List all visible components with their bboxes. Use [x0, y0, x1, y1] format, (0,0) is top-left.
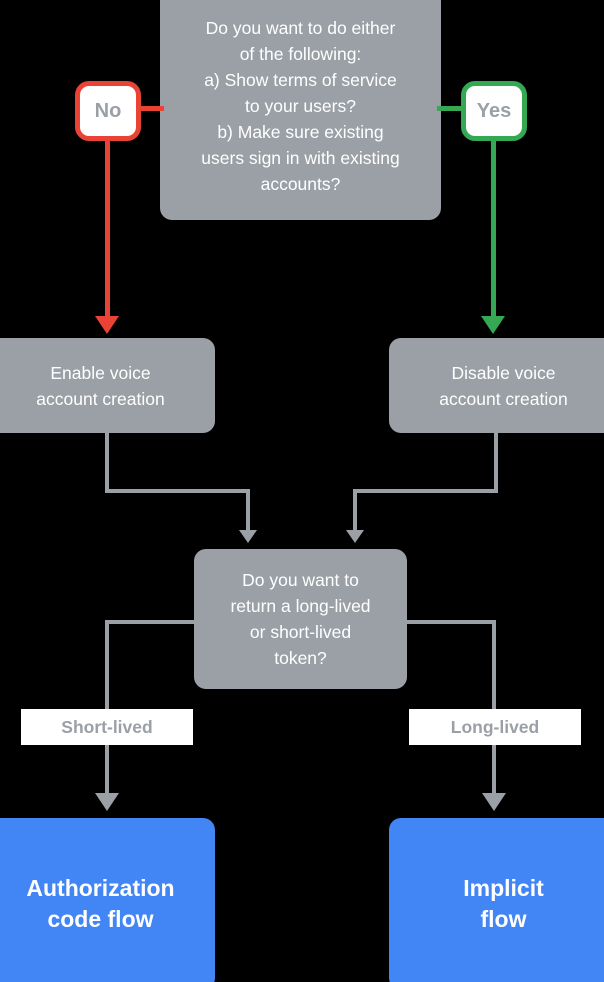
edge-long-lived-arrowhead: [482, 793, 506, 811]
edge-enable-vertical: [105, 433, 109, 490]
edge-enable-arrowhead: [239, 530, 257, 543]
question-terms-line-5: b) Make sure existing: [217, 122, 384, 142]
edge-no-stub: [140, 106, 164, 111]
edge-label-no: No: [75, 81, 141, 141]
edge-label-long-lived: Long-lived: [409, 709, 581, 745]
edge-enable-horizontal: [105, 489, 250, 493]
question-token-line-1: Do you want to: [242, 570, 359, 590]
disable-voice-line-2: account creation: [439, 388, 568, 409]
edge-short-lived-arrowhead: [95, 793, 119, 811]
node-question-terms: Do you want to do either of the followin…: [160, 0, 441, 220]
edge-disable-arrowhead: [346, 530, 364, 543]
node-authorization-code-flow: Authorization code flow: [0, 818, 215, 982]
edge-label-yes: Yes: [461, 81, 527, 141]
edge-label-short-lived: Short-lived: [21, 709, 193, 745]
edge-enable-drop: [246, 489, 250, 532]
implicit-flow-line-1: Implicit: [463, 875, 544, 901]
edge-disable-horizontal: [353, 489, 498, 493]
question-terms-line-7: accounts?: [260, 174, 341, 194]
edge-label-short-lived-text: Short-lived: [61, 716, 153, 737]
question-terms-line-1: Do you want to do either: [205, 18, 396, 38]
question-terms-line-4: to your users?: [245, 96, 356, 116]
disable-voice-line-1: Disable voice: [451, 362, 556, 383]
question-terms-line-2: of the following:: [239, 44, 362, 64]
implicit-flow-line-2: flow: [480, 906, 527, 932]
edge-disable-vertical: [494, 433, 498, 490]
edge-long-lived-horizontal: [404, 620, 496, 624]
edge-disable-drop: [353, 489, 357, 532]
edge-no-vertical: [105, 138, 110, 318]
edge-yes-vertical: [491, 138, 496, 318]
edge-long-lived-vertical: [492, 620, 496, 795]
question-token-line-4: token?: [274, 648, 327, 668]
question-token-line-3: or short-lived: [249, 622, 352, 642]
node-disable-voice: Disable voice account creation: [389, 338, 604, 433]
edge-label-long-lived-text: Long-lived: [450, 716, 540, 737]
authorization-code-flow-line-1: Authorization: [26, 875, 175, 901]
node-implicit-flow: Implicit flow: [389, 818, 604, 982]
authorization-code-flow-line-2: code flow: [47, 906, 154, 932]
question-terms-line-6: users sign in with existing: [201, 148, 400, 168]
edge-short-lived-vertical: [105, 620, 109, 795]
question-terms-line-3: a) Show terms of service: [204, 70, 397, 90]
edge-short-lived-horizontal: [105, 620, 197, 624]
question-token-line-2: return a long-lived: [230, 596, 371, 616]
edge-label-yes-text: Yes: [476, 99, 512, 122]
node-question-token: Do you want to return a long-lived or sh…: [194, 549, 407, 689]
edge-no-arrowhead: [95, 316, 119, 334]
enable-voice-line-1: Enable voice: [50, 362, 151, 383]
edge-yes-stub: [437, 106, 461, 111]
edge-label-no-text: No: [94, 99, 122, 122]
enable-voice-line-2: account creation: [36, 388, 165, 409]
node-enable-voice: Enable voice account creation: [0, 338, 215, 433]
edge-yes-arrowhead: [481, 316, 505, 334]
